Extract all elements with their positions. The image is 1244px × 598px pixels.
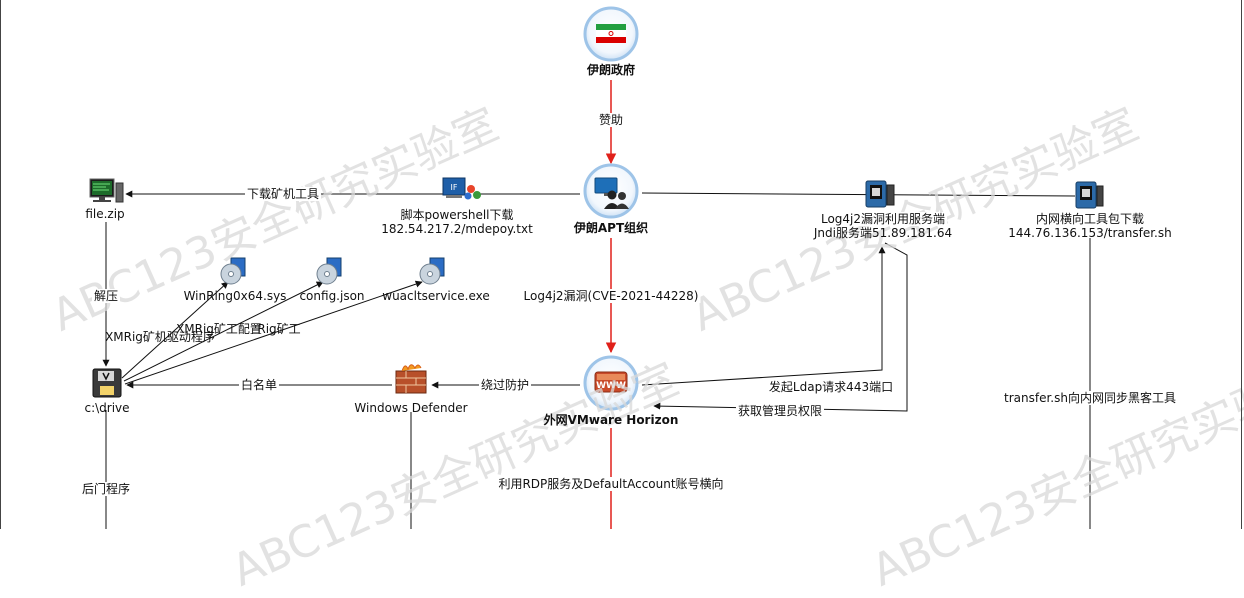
edge-label-sponsor: 赞助 <box>596 113 626 127</box>
edge-label-whitelist: 白名单 <box>238 378 280 392</box>
file-zip-icon <box>89 178 124 203</box>
node-lateral-tool-line2: 144.76.136.153/transfer.sh <box>1008 226 1172 240</box>
node-vmware-label: 外网VMware Horizon <box>543 413 679 427</box>
node-winring-label: WinRing0x64.sys <box>183 289 287 303</box>
node-config-json-label: config.json <box>299 289 365 303</box>
node-c-drive-label: c:\drive <box>84 401 130 415</box>
powershell-script-icon: IF <box>442 177 481 200</box>
config-json-file-icon <box>316 257 342 285</box>
edge-label-rig-miner: Rig矿工 <box>257 322 301 336</box>
node-iran-gov-icon <box>583 6 639 62</box>
edge-label-bypass: 绕过防护 <box>478 378 532 392</box>
node-log4j-server-line2: Jndi服务端51.89.181.64 <box>813 226 953 240</box>
edge-xmrig-config <box>123 281 324 382</box>
node-lateral-tool-line1: 内网横向工具包下载 <box>1035 212 1145 226</box>
node-defender-label: Windows Defender <box>354 401 468 415</box>
node-file-zip-label: file.zip <box>85 207 125 221</box>
edge-label-download-miner: 下载矿机工具 <box>244 187 322 201</box>
svg-text:IF: IF <box>451 183 458 192</box>
edge-label-unzip: 解压 <box>91 289 121 303</box>
edge-label-transfer-sync: transfer.sh向内网同步黑客工具 <box>1002 391 1178 405</box>
edge-apt-to-tools <box>641 192 1076 197</box>
edge-label-admin-priv: 获取管理员权限 <box>735 404 825 418</box>
edge-label-ldap-request: 发起Ldap请求443端口 <box>766 380 896 394</box>
windows-defender-firewall-icon <box>395 364 427 394</box>
winring-file-icon <box>220 257 246 285</box>
node-wuacltservice-label: wuacltservice.exe <box>382 289 490 303</box>
edge-ldap-request <box>641 246 886 386</box>
node-iran-apt-label: 伊朗APT组织 <box>573 221 649 235</box>
edge-label-xmrig-config: XMRig矿工配置 <box>176 322 262 336</box>
edge-xmrig-driver <box>121 281 229 379</box>
lateral-tool-server-icon <box>1075 181 1104 209</box>
c-drive-icon <box>92 368 122 398</box>
node-ps-script-line1: 脚本powershell下载 <box>400 208 514 222</box>
node-log4j-server-line1: Log4j2漏洞利用服务端 <box>818 212 948 226</box>
node-iran-gov-label: 伊朗政府 <box>586 63 636 77</box>
edge-rig-miner <box>124 280 423 385</box>
edge-label-log4j-vuln: Log4j2漏洞(CVE-2021-44228) <box>521 289 701 303</box>
edge-label-backdoor: 后门程序 <box>79 482 133 496</box>
edge-label-rdp-lateral: 利用RDP服务及DefaultAccount账号横向 <box>496 477 726 491</box>
node-ps-script-line2: 182.54.217.2/mdepoy.txt <box>381 222 533 236</box>
node-vmware-icon: WWW <box>583 355 639 411</box>
wuacltservice-file-icon <box>419 257 445 285</box>
log4j-server-icon <box>865 180 895 208</box>
svg-text:WWW: WWW <box>596 381 626 391</box>
edge-label-xmrig-driver: XMRig矿机驱动程序 <box>105 330 215 344</box>
node-iran-apt-icon <box>583 163 639 219</box>
